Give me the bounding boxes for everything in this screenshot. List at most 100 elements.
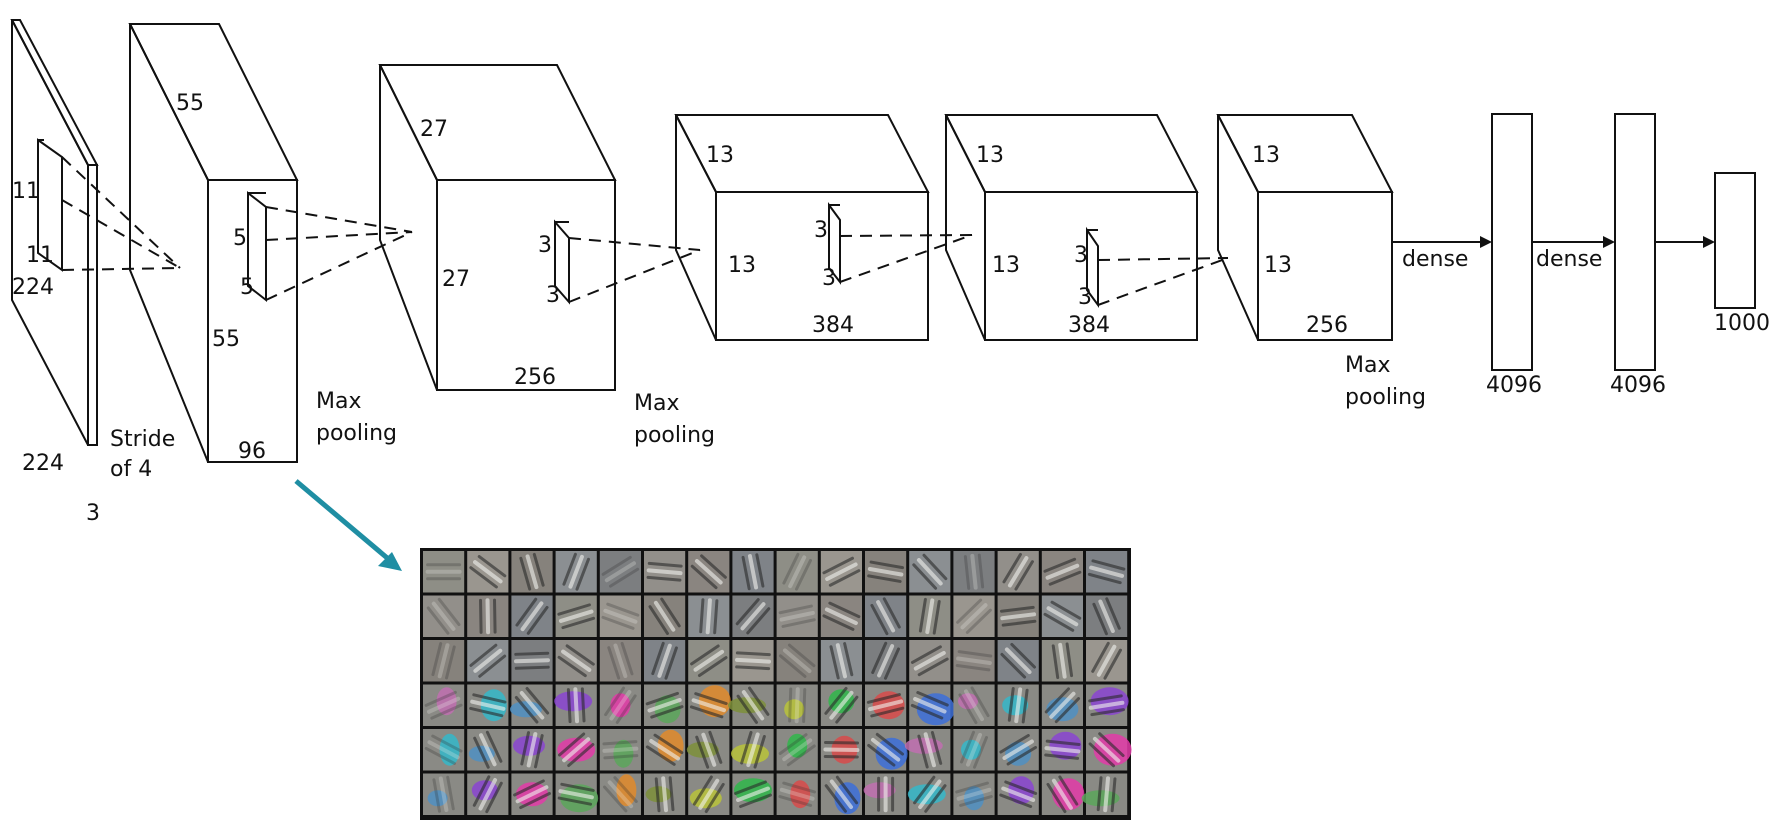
filter-stripe: [646, 568, 683, 576]
filter-stripe: [446, 775, 455, 811]
filter-color-blob: [1093, 733, 1132, 766]
filter-thumbnail: [423, 551, 465, 593]
filter-stripe: [515, 597, 538, 627]
input-kernel-w-label: 11: [26, 243, 54, 268]
conv4-top-label: 13: [976, 143, 1004, 168]
filter-stripe: [649, 739, 681, 761]
filter-stripe: [1007, 556, 1029, 588]
filter-color-blob: [958, 693, 978, 710]
filter-stripe: [557, 603, 591, 616]
filter-stripe: [693, 649, 725, 672]
pool1-label-line1: Max: [316, 389, 361, 414]
filter-stripe: [1051, 644, 1060, 680]
filter-stripe: [613, 643, 628, 678]
filter-stripe: [918, 597, 927, 633]
filter-stripe: [645, 745, 676, 766]
filter-stripe: [426, 606, 450, 635]
filter-stripe: [735, 657, 771, 664]
filter-stripe: [602, 740, 638, 746]
filter-stripe: [1004, 780, 1038, 795]
filter-stripe: [1000, 652, 1027, 679]
filter-stripe: [788, 687, 793, 723]
filter-stripe: [932, 600, 941, 635]
filter-stripe: [829, 645, 840, 680]
filter-stripe: [822, 614, 855, 631]
filter-stripe: [560, 782, 595, 792]
filter-stripe: [565, 644, 595, 666]
filter-stripe: [1046, 606, 1079, 627]
filter-color-blob: [787, 733, 808, 758]
filter-stripe: [1054, 697, 1081, 724]
filter-stripe: [778, 604, 813, 615]
filter-stripe: [558, 789, 594, 800]
filter-stripe: [661, 776, 668, 813]
filter-stripe: [782, 781, 817, 794]
conv3-kernel-w-label: 3: [822, 266, 836, 291]
pool1-label-line2: pooling: [316, 421, 397, 446]
conv4-block: [944, 114, 1199, 341]
filter-stripe: [882, 597, 901, 629]
filter-stripe: [473, 560, 503, 584]
filter-stripe: [735, 665, 771, 671]
filter-stripe: [741, 555, 751, 591]
filter-stripe: [778, 733, 808, 755]
filter-stripe: [824, 607, 858, 626]
filter-stripe: [473, 736, 490, 769]
filter-stripe: [955, 663, 991, 672]
filter-stripe: [653, 733, 684, 755]
conv2-projection: [568, 237, 701, 303]
filter-stripe: [960, 603, 988, 630]
filter-stripe: [824, 686, 848, 715]
filter-stripe: [917, 734, 929, 769]
filter-stripe: [829, 779, 854, 810]
filter-stripe: [788, 555, 807, 589]
filter-stripe: [438, 776, 449, 813]
filter-stripe: [825, 562, 858, 582]
filter-stripe: [1045, 563, 1080, 580]
filter-stripe: [607, 780, 634, 809]
filter-stripe: [1049, 691, 1076, 719]
filter-stripe: [1091, 641, 1110, 673]
filter-stripe: [469, 643, 498, 667]
fc1-size-label: 4096: [1486, 373, 1542, 398]
input-projection: [61, 156, 181, 271]
filter-stripe: [794, 687, 800, 724]
filter-stripe: [664, 646, 678, 680]
conv3-kernel-h-label: 3: [814, 218, 828, 243]
conv1-kernel-w-label: 5: [240, 275, 254, 300]
filter-stripe: [835, 695, 859, 724]
filter-stripe: [607, 646, 621, 680]
filter-stripe: [740, 730, 753, 765]
filter-stripe: [558, 732, 586, 757]
filter-stripe: [705, 598, 712, 635]
filter-stripe: [1088, 742, 1116, 768]
filter-stripe: [520, 731, 530, 766]
filter-stripe: [739, 793, 772, 809]
filter-stripe: [690, 564, 718, 590]
filter-stripe: [603, 754, 639, 760]
filter-color-blob: [1002, 695, 1029, 716]
dense-label-2: dense: [1536, 247, 1602, 272]
filter-stripe: [957, 650, 993, 658]
filter-stripe: [604, 561, 636, 583]
filter-stripe: [700, 554, 727, 579]
filter-stripe: [966, 732, 982, 767]
filter-stripe: [695, 735, 710, 769]
filter-stripe: [708, 730, 723, 764]
filter-stripe: [609, 689, 632, 721]
filter-stripe: [520, 601, 544, 632]
filter-stripe: [753, 734, 766, 769]
filter-stripe: [431, 642, 443, 677]
filter-stripe: [740, 602, 766, 631]
filter-color-blob: [436, 687, 457, 716]
filter-stripe: [960, 730, 976, 764]
filter-stripe: [1014, 687, 1023, 724]
filter-stripe: [561, 616, 596, 630]
filter-stripe: [867, 566, 904, 577]
filter-thumbnail: [423, 595, 465, 637]
filter-stripe: [704, 782, 725, 814]
filter-grid: [423, 551, 1132, 815]
filter-stripe: [964, 689, 984, 722]
filter-stripe: [1096, 776, 1103, 812]
